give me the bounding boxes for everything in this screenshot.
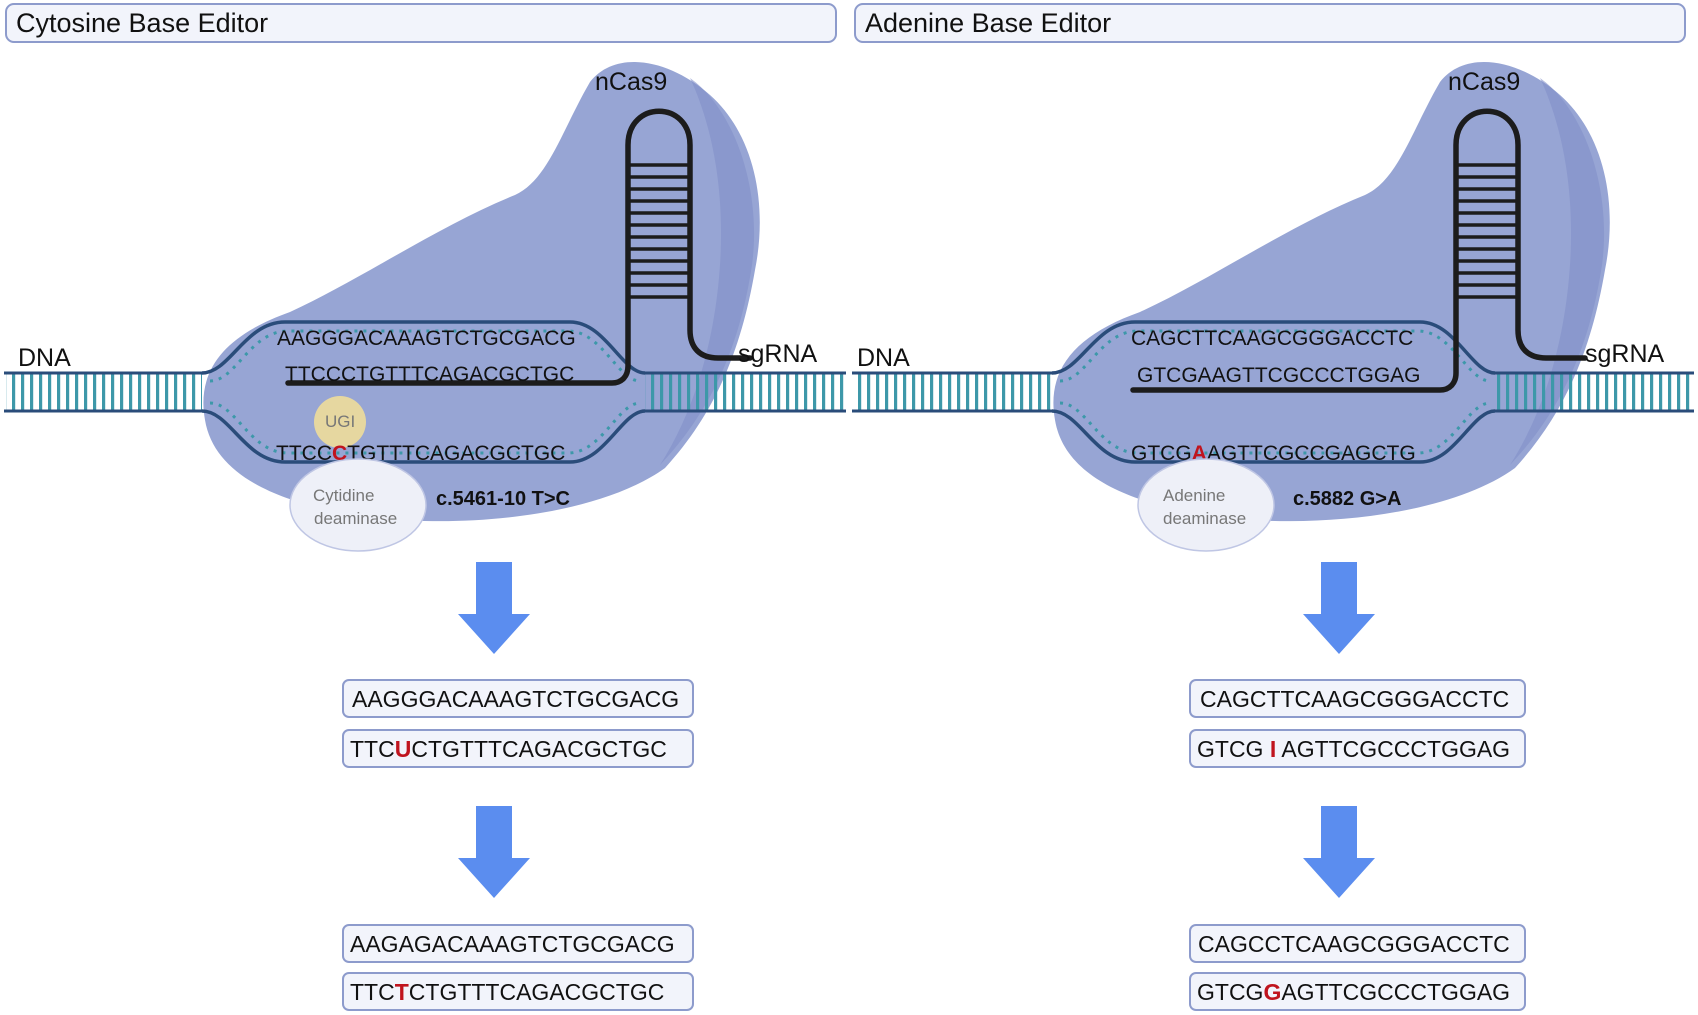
cbe-dna-right-rungs (645, 374, 845, 410)
abe-seq-guide: GTCGAAGTTCGCCCTGGAG (1137, 364, 1421, 387)
abe-adenine-deaminase (1137, 458, 1275, 552)
cbe-step1-bottom-box (342, 729, 694, 768)
cbe-title-box (5, 3, 837, 43)
abe-arrow-2 (1303, 806, 1375, 898)
cbe-step1-top-box (342, 679, 694, 718)
abe-enzyme-line1: Adenine (1163, 486, 1225, 505)
abe-ncas9-label: nCas9 (1448, 68, 1520, 96)
abe-title: Adenine Base Editor (865, 8, 1111, 38)
cbe-ugi-blob (314, 396, 366, 448)
abe-dna-right-rungs (1495, 374, 1693, 410)
cbe-sgrna-hairpin (285, 108, 753, 386)
abe-step1-bottom: GTCG I AGTTCGCCCTGGAG (1197, 736, 1510, 762)
cbe-ugi-label: UGI (325, 412, 355, 431)
cbe-step1-top: AAGGGACAAAGTCTGCGACG (352, 686, 679, 712)
cbe-enzyme-line2: deaminase (314, 509, 397, 528)
cbe-enzyme-line1: Cytidine (313, 486, 374, 505)
cbe-dna-bottom-stubs (209, 401, 641, 455)
cbe-dna-label: DNA (18, 344, 71, 372)
abe-dna-top-stubs (1059, 329, 1491, 383)
cbe-step1-bottom: TTCUCTGTTTCAGACGCTGC (350, 736, 667, 762)
abe-step2-bottom: GTCGGAGTTCGCCCTGGAG (1197, 979, 1510, 1005)
abe-seq-top: CAGCTTCAAGCGGGACCTC (1131, 327, 1413, 350)
cbe-ncas9-label: nCas9 (595, 68, 667, 96)
cbe-seq-guide: TTCCCTGTTTCAGACGCTGC (285, 363, 574, 386)
abe-sgrna-hairpin (1130, 108, 1588, 393)
cbe-title: Cytosine Base Editor (16, 8, 268, 38)
abe-ncas9-shade (1510, 78, 1605, 465)
abe-arrow-1 (1303, 562, 1375, 654)
abe-enzyme-line2: deaminase (1163, 509, 1246, 528)
cbe-mutation-label: c.5461-10 T>C (436, 488, 570, 510)
cbe-dna-top-strand (201, 320, 646, 375)
cbe-ncas9-shade (660, 78, 755, 465)
abe-dna-bottom-strand (1051, 409, 1496, 464)
abe-step1-top-box (1189, 679, 1526, 718)
abe-step2-top: CAGCCTCAAGCGGGACCTC (1198, 931, 1510, 957)
abe-step2-bottom-box (1189, 972, 1526, 1011)
cbe-seq-target: TTCCCTGTTTCAGACGCTGC (276, 442, 565, 465)
cbe-step2-bottom: TTCTCTGTTTCAGACGCTGC (350, 979, 664, 1005)
abe-panel: Adenine Base Editor nCas9 DNA sgRNA (852, 3, 1694, 1011)
cbe-step2-top-box (342, 924, 694, 963)
cbe-dna-top-stubs (209, 329, 641, 383)
abe-dna-top-strand (1051, 320, 1496, 375)
abe-step1-top: CAGCTTCAAGCGGGACCTC (1200, 686, 1509, 712)
cbe-dna-bottom-strand (201, 409, 646, 464)
cbe-arrow-2 (458, 806, 530, 898)
abe-seq-target: GTCGAAGTTCGCCGAGCTG (1131, 442, 1416, 465)
abe-mutation-label: c.5882 G>A (1293, 488, 1401, 510)
abe-step2-top-box (1189, 924, 1526, 963)
abe-title-box (854, 3, 1686, 43)
abe-sgrna-label: sgRNA (1585, 340, 1665, 368)
abe-step1-bottom-box (1189, 729, 1526, 768)
cbe-sgrna-label: sgRNA (738, 340, 818, 368)
cbe-seq-top: AAGGGACAAAGTCTGCGACG (277, 327, 576, 350)
cbe-dna-left-rungs (6, 374, 202, 410)
cbe-arrow-1 (458, 562, 530, 654)
cbe-panel: Cytosine Base Editor nCas9 DNA (4, 3, 846, 1011)
cbe-step2-bottom-box (342, 972, 694, 1011)
abe-dna-label: DNA (857, 344, 910, 372)
abe-dna-bottom-stubs (1059, 401, 1491, 455)
cbe-cytidine-deaminase (289, 458, 427, 552)
cbe-step2-top: AAGAGACAAAGTCTGCGACG (350, 931, 675, 957)
abe-dna-left-rungs (855, 374, 1052, 410)
